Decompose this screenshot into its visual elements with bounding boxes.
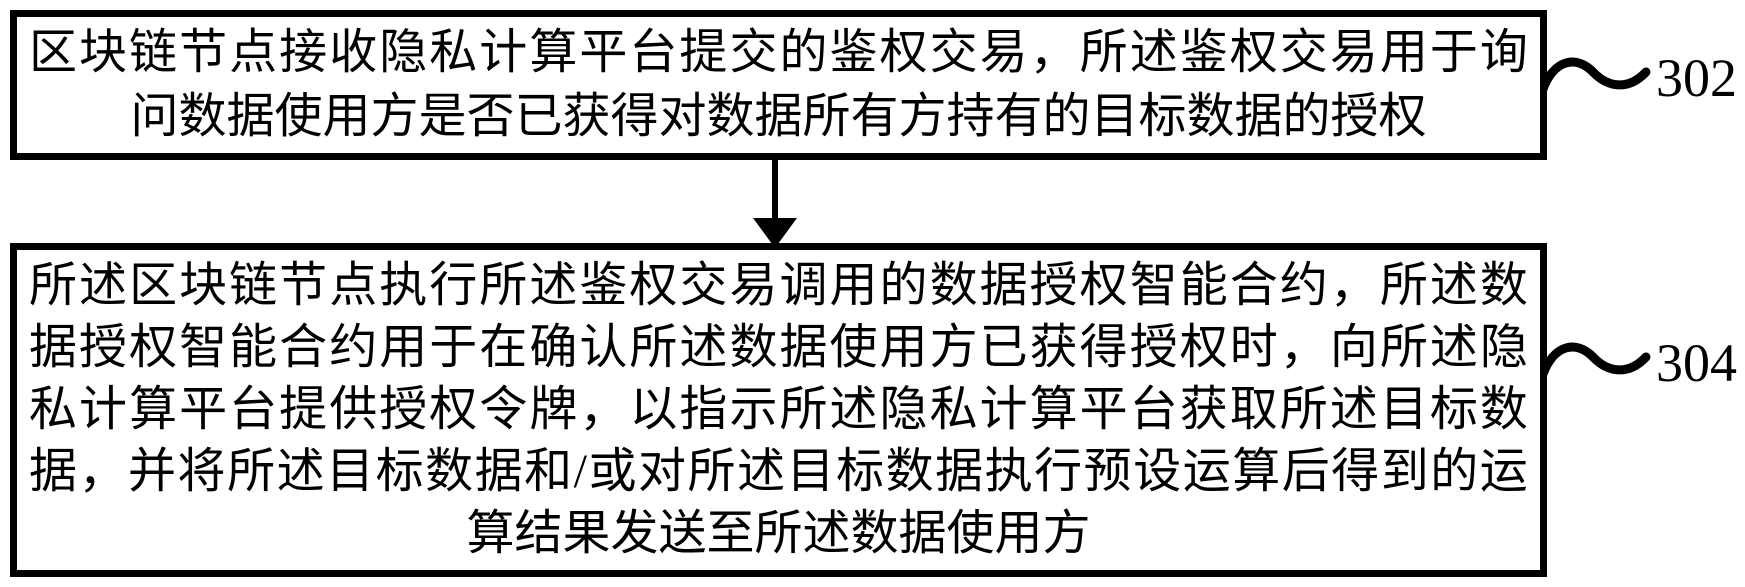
- tilde-connector-304-icon: [1540, 342, 1651, 379]
- step-reference-label-302: 302: [1656, 48, 1737, 108]
- flow-box-step-302: 区块链节点接收隐私计算平台提交的鉴权交易，所述鉴权交易用于询 问数据使用方是否已…: [10, 10, 1547, 160]
- step-302-text-line-2: 问数据使用方是否已获得对数据所有方持有的目标数据的授权: [130, 90, 1427, 143]
- step-reference-label-304: 304: [1656, 333, 1737, 393]
- flow-box-step-304: 所述区块链节点执行所述鉴权交易调用的数据授权智能合约，所述数 据授权智能合约用于…: [10, 243, 1547, 577]
- step-304-text-line-1: 所述区块链节点执行所述鉴权交易调用的数据授权智能合约，所述数: [29, 259, 1528, 312]
- step-304-text-line-4: 据，并将所述目标数据和/或对所述目标数据执行预设运算后得到的运: [29, 445, 1528, 498]
- step-302-text-line-1: 区块链节点接收隐私计算平台提交的鉴权交易，所述鉴权交易用于询: [29, 26, 1528, 79]
- step-304-text-line-2: 据授权智能合约用于在确认所述数据使用方已获得授权时，向所述隐: [29, 321, 1528, 374]
- tilde-connector-302-icon: [1540, 57, 1651, 94]
- down-arrow-shaft-icon: [772, 160, 778, 222]
- step-304-text-line-3: 私计算平台提供授权令牌，以指示所述隐私计算平台获取所述目标数: [29, 383, 1528, 436]
- step-304-text-line-5: 算结果发送至所述数据使用方: [466, 507, 1091, 560]
